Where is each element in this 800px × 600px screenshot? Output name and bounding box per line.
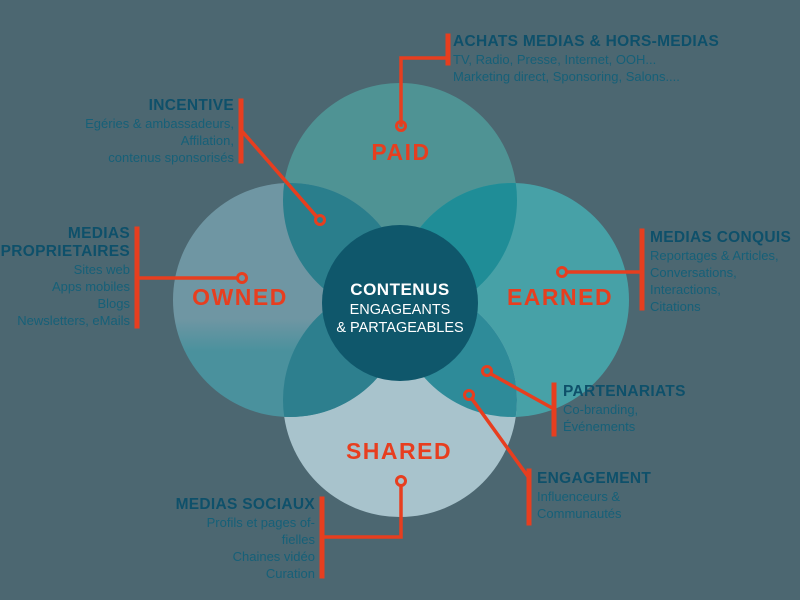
connector-engagement — [463, 389, 532, 526]
label-conquis-title: MEDIAS CONQUIS — [650, 229, 792, 246]
label-proprietaires-line: Apps mobiles — [51, 279, 130, 294]
connector-dot-achats — [395, 120, 407, 132]
label-medias-proprietaires: MEDIAS PROPRIETAIRES Sites web Apps mobi… — [1, 225, 130, 329]
center-subtitle-2: & PARTAGEABLES — [336, 320, 464, 336]
label-engagement-line: Influenceurs & — [537, 489, 621, 504]
venn-label-owned: OWNED — [192, 284, 288, 310]
connector-sociaux — [319, 475, 407, 579]
label-partenariats: PARTENARIATS Co-branding, Événements — [563, 383, 686, 435]
label-achats-medias: ACHATS MEDIAS & HORS-MEDIAS TV, Radio, P… — [453, 33, 719, 85]
label-medias-sociaux: MEDIAS SOCIAUX Profils et pages of- fiel… — [176, 496, 315, 582]
label-partenariats-title: PARTENARIATS — [563, 383, 686, 400]
connector-dot-conquis — [556, 266, 568, 278]
connector-dot-proprietaires — [236, 272, 248, 284]
label-conquis-line: Interactions, — [650, 282, 721, 297]
label-medias-conquis: MEDIAS CONQUIS Reportages & Articles, Co… — [650, 229, 791, 315]
label-proprietaires-title: MEDIAS — [67, 225, 130, 242]
center-title: CONTENUS — [350, 280, 450, 299]
connector-conquis — [556, 228, 645, 311]
connector-incentive — [238, 98, 326, 226]
label-sociaux-title: MEDIAS SOCIAUX — [175, 496, 315, 513]
label-incentive-line: contenus sponsorisés — [108, 150, 234, 165]
label-proprietaires-line: Newsletters, eMails — [17, 313, 130, 328]
label-conquis-line: Reportages & Articles, — [650, 248, 779, 263]
label-incentive-line: Egéries & ambassadeurs, — [85, 116, 234, 131]
label-sociaux-line: fielles — [281, 532, 315, 547]
center-circle — [322, 225, 478, 381]
label-conquis-line: Citations — [650, 299, 701, 314]
connector-dot-incentive — [314, 214, 326, 226]
label-partenariats-line: Co-branding, — [563, 402, 639, 417]
venn-label-paid: PAID — [371, 139, 431, 165]
label-achats-line: Marketing direct, Sponsoring, Salons.... — [453, 69, 680, 84]
label-proprietaires-line: Sites web — [73, 262, 130, 277]
connector-achats — [395, 33, 451, 132]
connector-dot-engagement — [463, 389, 475, 401]
label-proprietaires-title: PROPRIETAIRES — [0, 243, 130, 260]
label-conquis-line: Conversations, — [650, 265, 737, 280]
label-sociaux-line: Chaines vidéo — [232, 549, 315, 564]
label-incentive: INCENTIVE Egéries & ambassadeurs, Affila… — [85, 97, 234, 166]
connectors — [134, 33, 645, 579]
connector-dot-partenariats — [481, 365, 493, 377]
connector-partenariats — [481, 365, 557, 437]
label-achats-line: TV, Radio, Presse, Internet, OOH... — [453, 52, 657, 67]
label-incentive-title: INCENTIVE — [148, 97, 234, 114]
center-text: CONTENUS ENGAGEANTS & PARTAGEABLES — [336, 279, 463, 337]
label-engagement-line: Communautés — [537, 506, 622, 521]
venn-label-earned: EARNED — [506, 284, 614, 310]
label-engagement: ENGAGEMENT Influenceurs & Communautés — [537, 470, 651, 522]
label-engagement-title: ENGAGEMENT — [537, 470, 652, 487]
connector-dot-sociaux — [395, 475, 407, 487]
label-achats-title: ACHATS MEDIAS & HORS-MEDIAS — [453, 33, 720, 50]
label-partenariats-line: Événements — [563, 419, 636, 434]
label-proprietaires-line: Blogs — [97, 296, 130, 311]
label-incentive-line: Affilation, — [180, 133, 234, 148]
label-sociaux-line: Profils et pages of- — [206, 515, 315, 530]
venn-label-shared: SHARED — [345, 438, 453, 464]
connector-proprietaires — [134, 226, 248, 329]
label-sociaux-line: Curation — [265, 566, 315, 581]
center-subtitle-1: ENGAGEANTS — [349, 302, 451, 318]
